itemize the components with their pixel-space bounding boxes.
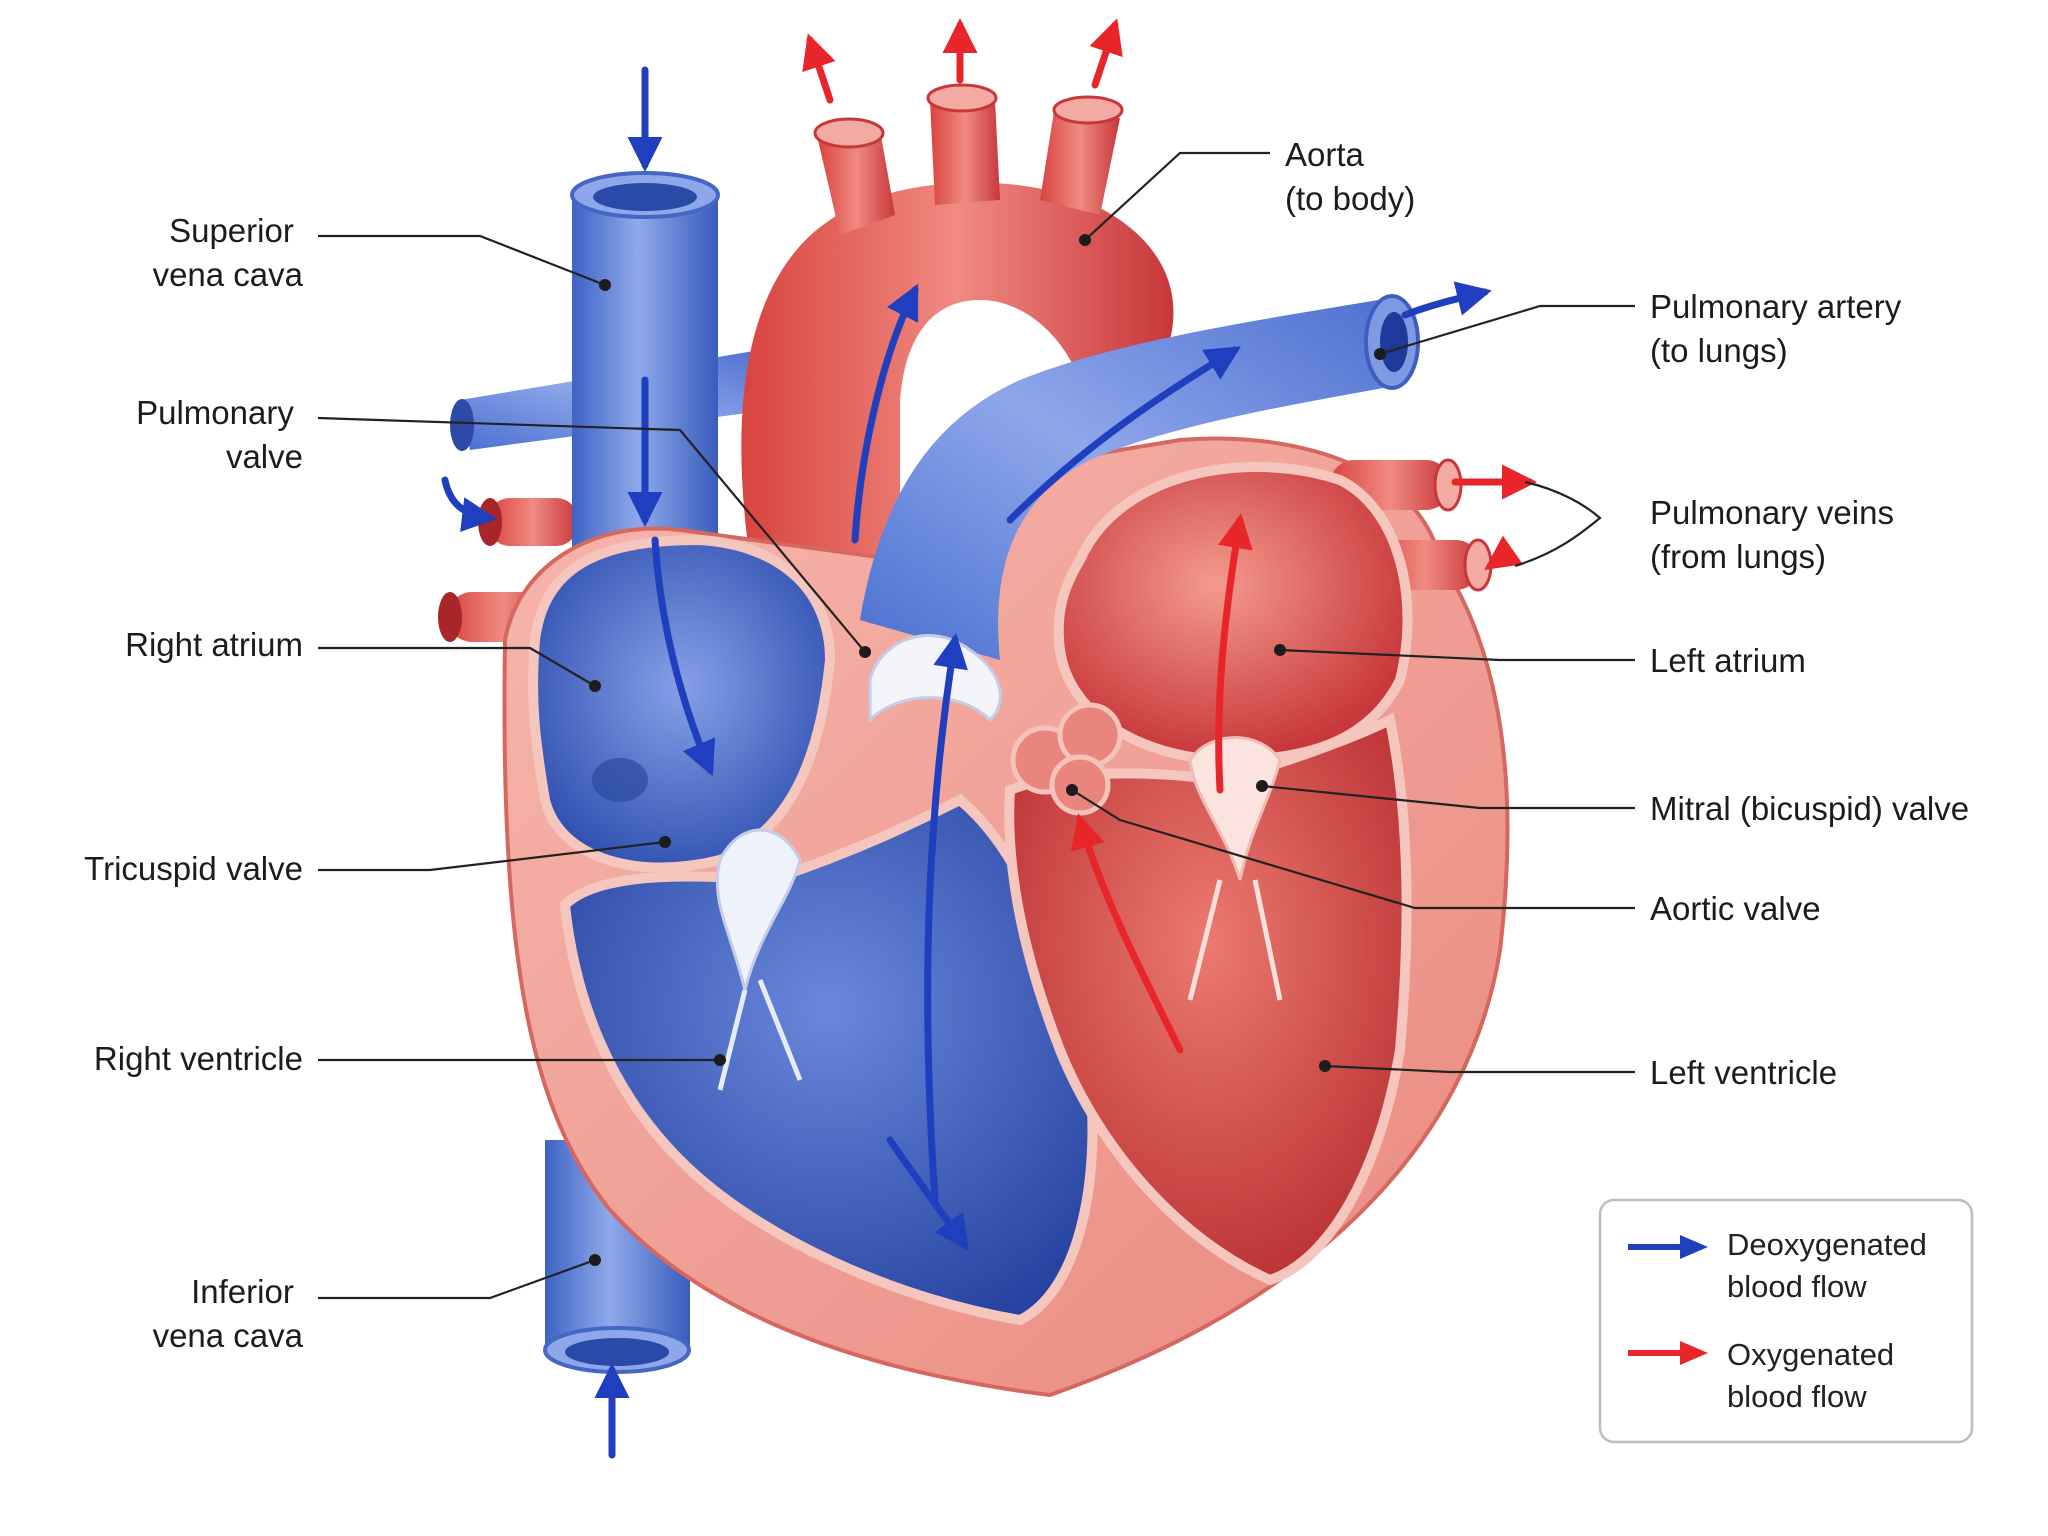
label-pulmonary-veins: Pulmonary veins (from lungs) [1650,494,1903,575]
svg-text:Oxygenated blood flow: Oxygenated blood flow [1727,1337,1903,1414]
mitral-valve-cusps [1187,736,1283,1001]
oxygenated-flow-arrows [802,18,1537,1054]
label-pulmonary-artery: Pulmonary artery (to lungs) [1650,288,1910,369]
pulmonary-artery [860,294,1420,660]
label-right-atrium: Right atrium [125,626,303,663]
tricuspid-valve-cusps [715,828,803,1091]
label-mitral-valve: Mitral (bicuspid) valve [1650,790,1969,827]
aortic-valve-cusps [1010,702,1123,816]
left-labels: Superior vena cava Pulmonary valve Right… [84,212,304,1354]
left-atrium [1053,462,1413,766]
svg-text:Deoxygenated blood flo: Deoxygenated blood flow [1727,1227,1936,1304]
label-left-ventricle: Left ventricle [1650,1054,1837,1091]
red-arrow-icon [1680,1341,1708,1365]
legend-oxygenated: Oxygenated blood flow [1628,1337,1903,1414]
label-inferior-vena-cava: Inferior vena cava [153,1273,304,1354]
blue-arrow-icon [1680,1235,1708,1259]
aorta [741,83,1174,620]
label-aorta: Aorta (to body) [1285,136,1415,217]
label-left-atrium: Left atrium [1650,642,1806,679]
label-right-ventricle: Right ventricle [94,1040,303,1077]
legend: Deoxygenated blood flow Oxygenated blood… [1598,1198,1974,1444]
deoxygenated-flow-arrows [441,66,1492,1459]
label-tricuspid-valve: Tricuspid valve [84,850,303,887]
label-superior-vena-cava: Superior vena cava [153,212,304,293]
label-pulmonary-valve: Pulmonary valve [136,394,303,475]
leader-lines [317,151,1635,1300]
legend-deoxygenated: Deoxygenated blood flow [1628,1227,1936,1304]
label-aortic-valve: Aortic valve [1650,890,1821,927]
right-labels: Aorta (to body) Pulmonary artery (to lun… [1285,136,1969,1091]
pulmonary-veins-bracket [1514,480,1602,568]
